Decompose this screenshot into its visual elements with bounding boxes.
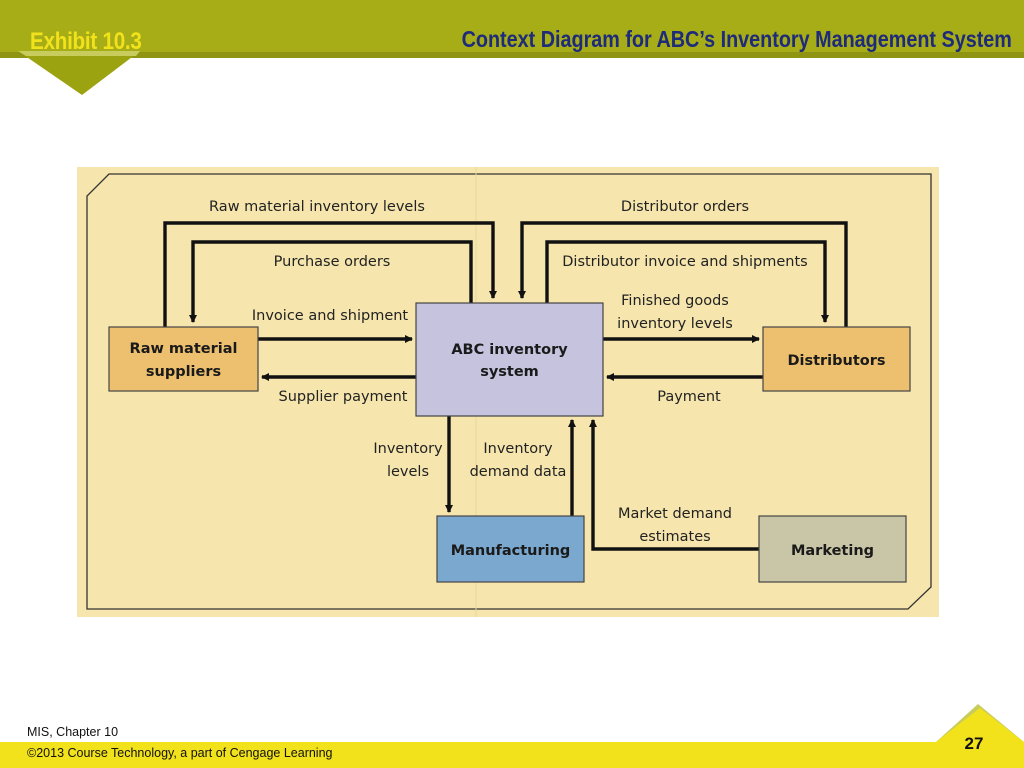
node-center-line1: ABC inventory	[451, 342, 568, 358]
flow-raw-material-inventory-levels	[163, 221, 497, 327]
label-finished-goods-line2: inventory levels	[617, 316, 733, 332]
node-distributors-label: Distributors	[787, 353, 885, 369]
label-finished-goods-line1: Finished goods	[621, 293, 729, 309]
node-suppliers-line1: Raw material	[130, 341, 238, 357]
context-diagram: ABC inventory system Raw material suppli…	[86, 167, 932, 617]
footer-chapter: MIS, Chapter 10	[27, 725, 119, 739]
node-marketing	[758, 515, 907, 583]
exhibit-tab	[18, 51, 140, 95]
footer-bar	[0, 742, 1024, 768]
page-number: 27	[964, 734, 984, 753]
page-number-tab	[936, 704, 1024, 768]
label-market-demand-line1: Market demand	[618, 506, 732, 522]
node-distributors	[762, 326, 911, 392]
node-raw-material-suppliers	[108, 326, 259, 392]
node-manufacturing	[436, 515, 585, 583]
flow-market-demand	[589, 419, 759, 551]
node-center-line2: system	[480, 364, 539, 380]
exhibit-label: Exhibit 10.3	[30, 28, 142, 55]
label-purchase-orders: Purchase orders	[274, 254, 391, 270]
label-supplier-payment: Supplier payment	[279, 389, 408, 405]
node-marketing-label: Marketing	[791, 543, 874, 559]
label-inventory-demand-line2: demand data	[470, 464, 567, 480]
node-manufacturing-label: Manufacturing	[451, 543, 571, 559]
header-strip	[0, 52, 1024, 58]
label-payment: Payment	[657, 389, 721, 405]
label-inventory-demand-line1: Inventory	[483, 441, 553, 457]
node-abc-inventory-system	[415, 302, 604, 417]
flow-purchase-orders	[189, 240, 473, 323]
diagram-frame	[86, 173, 932, 610]
label-raw-material-inventory-levels: Raw material inventory levels	[209, 199, 425, 215]
label-inventory-levels-line2: levels	[387, 464, 429, 480]
label-invoice-and-shipment: Invoice and shipment	[252, 308, 409, 324]
label-distributor-invoice: Distributor invoice and shipments	[562, 254, 808, 270]
label-distributor-orders: Distributor orders	[621, 199, 749, 215]
node-suppliers-line2: suppliers	[146, 364, 221, 380]
diagram-panel: ABC inventory system Raw material suppli…	[77, 167, 939, 617]
flow-distributor-invoice	[545, 240, 829, 323]
footer-copyright: ©2013 Course Technology, a part of Cenga…	[27, 746, 333, 760]
label-market-demand-line2: estimates	[639, 529, 710, 545]
header-bar	[0, 0, 1024, 57]
label-inventory-levels-line1: Inventory	[373, 441, 443, 457]
slide-title: Context Diagram for ABC’s Inventory Mana…	[461, 26, 1012, 52]
flow-distributor-orders	[518, 221, 848, 327]
